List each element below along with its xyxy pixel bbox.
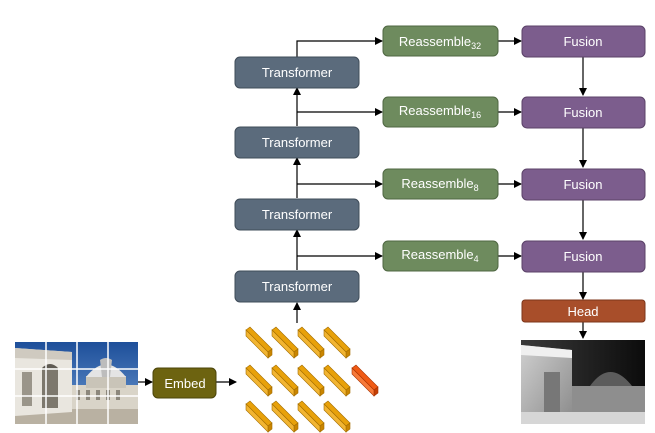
reassemble-subscript-32: 32 <box>471 41 481 51</box>
fusion-column: Fusion Fusion Fusion Fusion <box>521 25 646 273</box>
transformer-block-1: Transformer <box>234 56 360 89</box>
fusion-label-2: Fusion <box>563 105 602 120</box>
fusion-block-1: Fusion <box>521 25 646 58</box>
transformer-label-4: Transformer <box>262 279 333 294</box>
fusion-block-4: Fusion <box>521 240 646 273</box>
transformer-block-2: Transformer <box>234 126 360 159</box>
token-highlighted <box>351 364 379 397</box>
embed-block: Embed <box>152 367 217 399</box>
reassemble-block-32: Reassemble32 <box>382 25 499 57</box>
patch-grid <box>15 342 138 424</box>
reassemble-subscript-16: 16 <box>471 110 481 120</box>
reassemble-block-8: Reassemble8 <box>382 168 499 200</box>
fusion-label-3: Fusion <box>563 177 602 192</box>
token <box>271 364 299 397</box>
head-label: Head <box>567 304 598 319</box>
transformer-label-3: Transformer <box>262 207 333 222</box>
reassemble-block-16: Reassemble16 <box>382 96 499 128</box>
reassemble-label-32: Reassemble32 <box>399 34 481 51</box>
reassemble-label-16: Reassemble16 <box>399 103 481 120</box>
token <box>323 326 351 359</box>
token <box>245 326 273 359</box>
token <box>297 326 325 359</box>
token <box>297 364 325 397</box>
fusion-block-3: Fusion <box>521 168 646 201</box>
token-grid <box>245 326 379 433</box>
head-block: Head <box>521 299 646 323</box>
reassemble-subscript-4: 4 <box>474 254 479 264</box>
reassemble-subscript-8: 8 <box>474 183 479 193</box>
transformer-label-2: Transformer <box>262 135 333 150</box>
token <box>245 364 273 397</box>
reassemble-label-8: Reassemble8 <box>401 176 478 193</box>
token <box>271 326 299 359</box>
fusion-label-1: Fusion <box>563 34 602 49</box>
transformer-stack: Transformer Transformer Transformer Tran… <box>234 56 360 303</box>
transformer-block-3: Transformer <box>234 198 360 231</box>
fusion-label-4: Fusion <box>563 249 602 264</box>
transformer-label-1: Transformer <box>262 65 333 80</box>
input-image <box>15 342 138 424</box>
token <box>245 400 273 433</box>
connectors <box>138 37 587 386</box>
token <box>323 400 351 433</box>
embed-label: Embed <box>164 376 205 391</box>
token <box>271 400 299 433</box>
reassemble-label-4: Reassemble4 <box>401 247 478 264</box>
token <box>323 364 351 397</box>
reassemble-column: Reassemble32 Reassemble16 Reassemble8 Re… <box>382 25 499 272</box>
fusion-block-2: Fusion <box>521 96 646 129</box>
output-depth-map <box>521 340 645 424</box>
arrow-to-reassemble-32 <box>296 37 383 57</box>
transformer-block-4: Transformer <box>234 270 360 303</box>
reassemble-block-4: Reassemble4 <box>382 240 499 272</box>
token <box>297 400 325 433</box>
